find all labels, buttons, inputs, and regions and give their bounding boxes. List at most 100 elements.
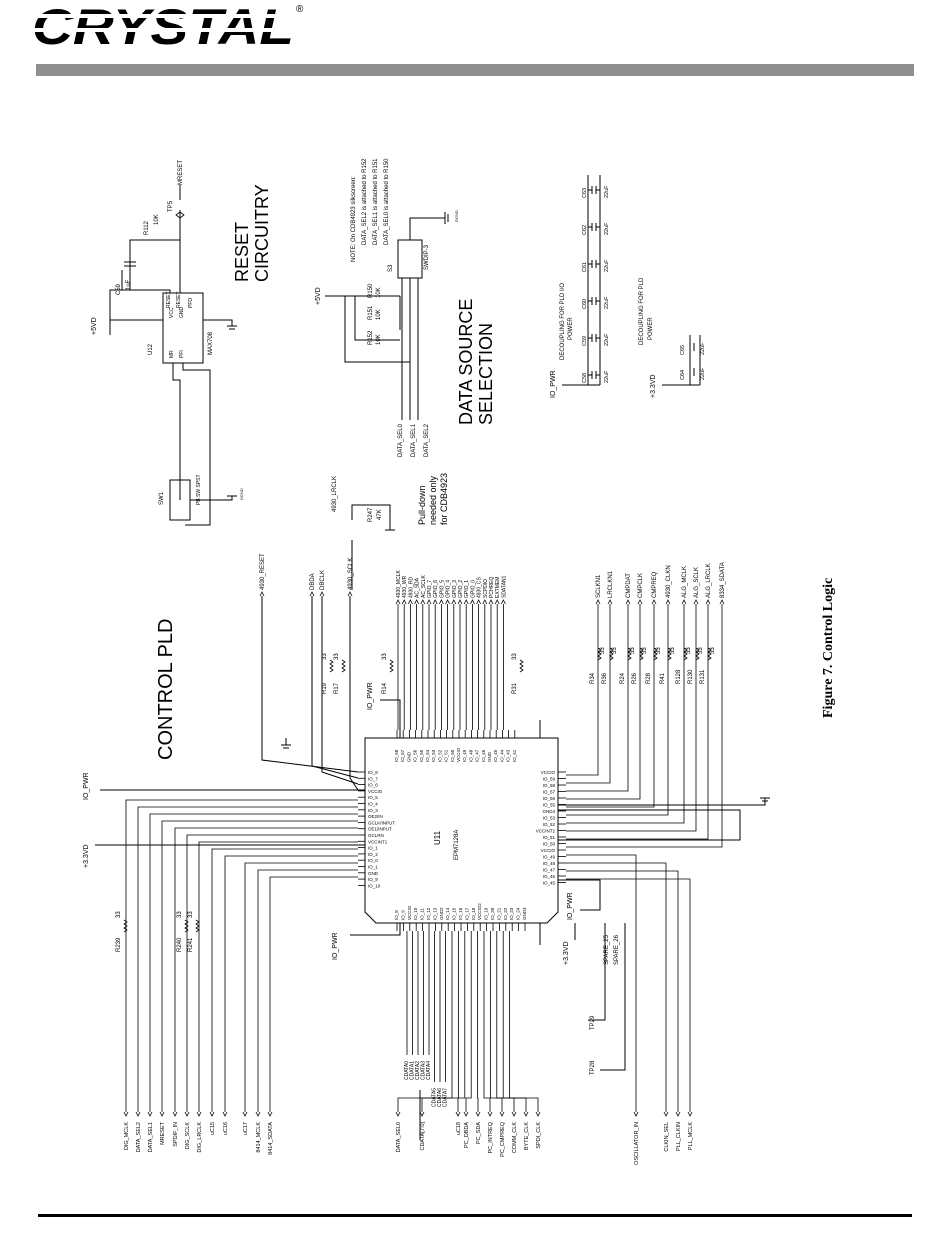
u11-pin-top: IO_50 xyxy=(450,749,455,762)
u11-pin-bottom: IO_8 xyxy=(394,910,399,920)
net-bottom-left: DIG_LRCLK xyxy=(197,1122,203,1153)
s3-body xyxy=(397,239,423,279)
net-bottom-left-wire xyxy=(269,876,358,1112)
u11-pin-left: IO_1 xyxy=(368,865,378,870)
net-top-a-wire xyxy=(261,596,359,773)
net-top-c-arrow xyxy=(719,599,725,605)
res-right-zig xyxy=(627,647,632,661)
net-bottom-left-arrow xyxy=(184,1111,190,1117)
net-top-c-arrow xyxy=(705,599,711,605)
u12-pin-reset-n: RESET xyxy=(176,291,182,308)
net-bottom-left-wire xyxy=(244,862,358,1112)
r151-val: 10K xyxy=(376,309,382,320)
net-top-a-wire xyxy=(311,596,359,779)
net-top-c-arrow xyxy=(595,599,601,605)
net-top-b: PCHREQ xyxy=(489,576,495,598)
res-right-ref: R36 xyxy=(602,672,608,684)
u11-pin-bottom: VCCIO xyxy=(407,905,412,920)
u11-pin-right: GND4 xyxy=(542,809,555,814)
res-top-zig xyxy=(389,659,394,673)
res-right-ref: R28 xyxy=(646,672,652,684)
pld-cap-ref: C65 xyxy=(680,345,686,355)
res-top-ref: R19 xyxy=(322,682,328,694)
r152-ref: R152 xyxy=(368,330,374,345)
net-top-b-arrow xyxy=(488,599,494,605)
u11-pin-left: IO_4 xyxy=(368,802,378,807)
net-bottom-left-wire xyxy=(137,806,358,1112)
u11-pin-top: IO_43 xyxy=(506,749,511,762)
dip-switch-circuit: +5VD S3 SWDIP-3 DGND R150 10K R151 10K R… xyxy=(315,210,459,457)
u12-pin-mr: MR xyxy=(169,350,175,358)
dip-out-2: DATA_SEL2 xyxy=(424,423,430,457)
u11-pin-top: IO_58 xyxy=(394,749,399,762)
net-bottom-left: MRESET xyxy=(160,1121,166,1145)
net-top-c-arrow xyxy=(651,599,657,605)
net-bottom-left-wire xyxy=(174,827,358,1112)
note-line-3: DATA_SEL1 is attached to R151 xyxy=(373,158,379,245)
net-bottom-left-arrow xyxy=(159,1111,165,1117)
net-bottom-left-arrow xyxy=(172,1111,178,1117)
u11-pin-top: IO_47 xyxy=(475,749,480,762)
net-bottom-mid: BYTE_CLK xyxy=(524,1122,530,1150)
sw1-label: PB SW SPST xyxy=(196,474,202,505)
io-pwr-bottom: IO_PWR xyxy=(332,932,339,960)
io-cap-val: 22uF xyxy=(604,185,610,198)
net-top-b-arrow xyxy=(451,599,457,605)
net-bottom-mid-wire xyxy=(496,931,515,1112)
u11-pin-left: IO_5 xyxy=(368,795,378,800)
dec-io-note-1: DECOUPLING FOR PLD I/O xyxy=(560,283,566,360)
u11-pin-top: IO_51 xyxy=(444,749,449,762)
net-top-b: GPIO_0 xyxy=(470,580,476,598)
u11-pin-bottom: GND2 xyxy=(439,907,444,920)
io-pwr-top: IO_PWR xyxy=(367,682,374,710)
net-top-b-arrow xyxy=(426,599,432,605)
u11-pin-left: IO_10 xyxy=(368,883,381,888)
dip-out-1: DATA_SEL1 xyxy=(411,423,417,457)
res-right-val: 33 xyxy=(656,647,662,654)
u11-pin-bottom: IO_22 xyxy=(503,907,508,920)
u11-pin-bottom: IO_17 xyxy=(464,907,469,920)
u11-pin-right: IO_56 xyxy=(543,796,556,801)
spare-26: SPARE_26 xyxy=(614,934,620,965)
spare-25: SPARE_25 xyxy=(604,934,610,965)
res-right-zig xyxy=(683,647,688,661)
u11-pin-right: IO_52 xyxy=(543,822,556,827)
u11-pin-right: IO_57 xyxy=(543,790,556,795)
res-top-val: 33 xyxy=(382,653,388,660)
res-left-zig xyxy=(195,919,200,933)
cdata-bit: CDATA4 xyxy=(426,1061,432,1080)
u11-pin-left: GCLK/INPUT xyxy=(368,820,395,825)
net-bottom-right: PLL_CLKIN xyxy=(676,1122,682,1151)
c59-ref: C59 xyxy=(116,283,122,295)
r152-val: 10K xyxy=(376,334,382,345)
res-right-ref: R130 xyxy=(688,669,694,684)
s3-gnd: DGND xyxy=(454,210,459,222)
u11-pin-left: IO_1 xyxy=(368,846,378,851)
u11-pin-right: IO_48 xyxy=(543,861,556,866)
net-top-b: GPIO_7 xyxy=(427,580,433,598)
u11-pin-bottom: IO_10 xyxy=(413,907,418,920)
net-bottom-mid-wire xyxy=(502,931,527,1112)
u11-pin-bottom: IO_21 xyxy=(496,907,501,920)
r112-zig xyxy=(175,211,185,219)
net-bottom-mid-wire xyxy=(483,931,491,1112)
cdata-bit: CDATA1 xyxy=(410,1061,416,1080)
u11-ref: U11 xyxy=(433,830,442,845)
u11-part: EPM7128A xyxy=(454,830,460,860)
net-bottom-mid: PC_DBDA xyxy=(464,1122,470,1148)
net-bottom-left-wire xyxy=(257,869,358,1112)
net-top-b: 4930_WR xyxy=(402,575,408,598)
u11-pin-top: IO_56 xyxy=(413,749,418,762)
net-bottom-mid: CDATA[7:0] xyxy=(420,1122,426,1151)
net-top-c: 4930_CLKN xyxy=(666,565,672,598)
u11-pin-top: IO_44 xyxy=(499,749,504,762)
u12-pin-pfo: PFO xyxy=(188,298,194,308)
net-top-c-wire xyxy=(566,604,629,792)
